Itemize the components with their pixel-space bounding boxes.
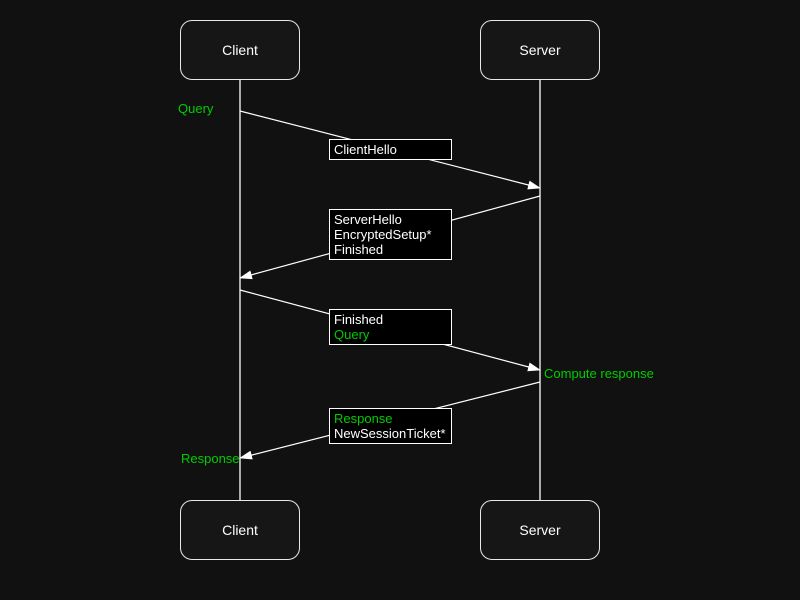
message-server-hello: ServerHello EncryptedSetup* Finished — [329, 209, 452, 260]
message-line: Query — [334, 327, 370, 342]
message-finished-query: Finished Query — [329, 309, 452, 345]
message-line: Finished — [334, 312, 384, 327]
message-line: Finished — [334, 242, 384, 257]
actor-server-top: Server — [480, 20, 600, 80]
actor-client-bottom: Client — [180, 500, 300, 560]
annotation-query: Query — [178, 101, 214, 116]
message-line: ClientHello — [334, 142, 397, 157]
actor-server-bottom: Server — [480, 500, 600, 560]
message-response-ticket: Response NewSessionTicket* — [329, 408, 452, 444]
actor-client-top-label: Client — [222, 42, 258, 58]
message-client-hello: ClientHello — [329, 139, 452, 160]
message-line: EncryptedSetup* — [334, 227, 432, 242]
annotation-compute-response: Compute response — [544, 366, 654, 381]
actor-server-top-label: Server — [519, 42, 561, 58]
actor-server-bottom-label: Server — [519, 522, 561, 538]
annotation-response: Response — [181, 451, 240, 466]
message-line: NewSessionTicket* — [334, 426, 446, 441]
actor-client-top: Client — [180, 20, 300, 80]
message-line: Response — [334, 411, 393, 426]
message-line: ServerHello — [334, 212, 402, 227]
actor-client-bottom-label: Client — [222, 522, 258, 538]
